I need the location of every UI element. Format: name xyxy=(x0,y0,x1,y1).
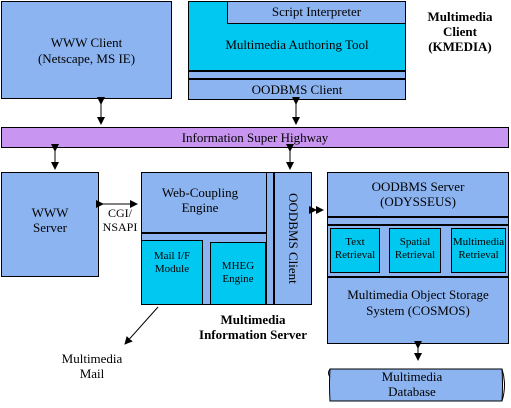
multimedia-mail-label: Multimedia Mail xyxy=(61,351,123,381)
www-client-box xyxy=(1,1,172,99)
cgi-nsapi-label: CGI/ NSAPI xyxy=(102,206,138,234)
oodbms-server-band xyxy=(327,217,509,225)
oodbms-server-box xyxy=(327,172,509,217)
authoring-tool-label: Multimedia Authoring Tool xyxy=(225,37,369,52)
arrow-mail-out xyxy=(124,306,159,345)
www-server-label: WWW Server xyxy=(31,205,69,235)
database-label: Multimedia Database xyxy=(381,369,443,399)
storage-label: Multimedia Object Storage System (COSMOS… xyxy=(347,287,489,319)
text-retrieval-box xyxy=(330,228,380,273)
www-server-box xyxy=(1,172,99,277)
info-server-title: Multimedia Information Server xyxy=(199,312,307,342)
mheg-engine-box xyxy=(210,242,266,305)
mm-client-title: Multimedia Client (KMEDIA) xyxy=(427,9,493,54)
inner-separator-line xyxy=(141,232,266,234)
mail-module-label: Mail I/F Module xyxy=(153,250,191,275)
web-coupling-label: Web-Coupling Engine xyxy=(161,185,239,215)
mail-module-box xyxy=(141,240,203,305)
script-interpreter-box xyxy=(227,1,406,24)
database-cylinder xyxy=(328,368,505,402)
spatial-retrieval-box xyxy=(389,228,441,273)
mm-client-divider-band xyxy=(188,71,406,79)
highway-bar xyxy=(1,127,509,148)
spatial-retrieval-label: Spatial Retrieval xyxy=(394,236,436,261)
info-server-right-border xyxy=(266,172,274,305)
oodbms-client-vertical-box xyxy=(274,172,312,305)
highway-label: Information Super Highway xyxy=(181,130,329,145)
multimedia-retrieval-label: Multimedia Retrieval xyxy=(452,236,505,261)
www-client-title: WWW Client xyxy=(50,35,123,50)
script-interpreter-label: Script Interpreter xyxy=(271,4,362,19)
storage-box xyxy=(327,277,509,344)
www-client-subtitle: (Netscape, MS IE) xyxy=(37,51,136,66)
mm-client-oodbms-label: OODBMS Client xyxy=(251,82,343,97)
multimedia-retrieval-box xyxy=(451,228,506,273)
text-retrieval-label: Text Retrieval xyxy=(334,236,376,261)
oodbms-server-title: OODBMS Server (ODYSSEUS) xyxy=(371,179,465,209)
mheg-engine-label: MHEG Engine xyxy=(221,260,255,285)
